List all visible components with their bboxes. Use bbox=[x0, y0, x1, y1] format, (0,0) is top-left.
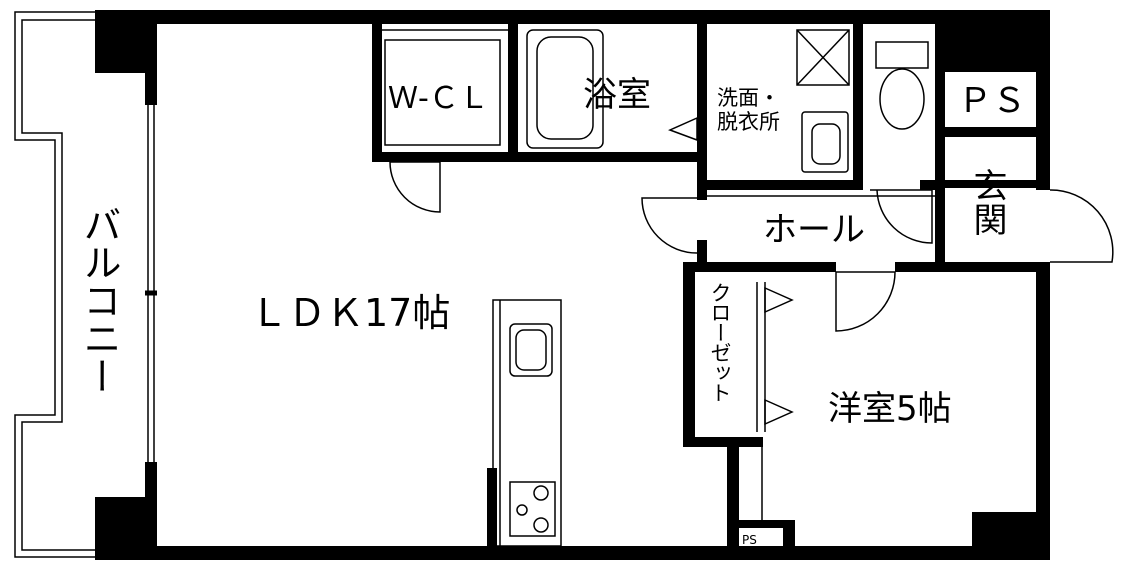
burner-3 bbox=[533, 517, 549, 533]
wall-hall-bottom bbox=[683, 262, 836, 272]
hall-door-swing bbox=[641, 197, 698, 254]
bathtub-inner bbox=[536, 36, 594, 140]
wall-toilet-bottom bbox=[920, 180, 945, 190]
kitchen-sink bbox=[509, 323, 553, 377]
closet-door-mark-2 bbox=[764, 398, 794, 426]
label-hall: ホール bbox=[763, 210, 865, 250]
label-closet: クローゼット bbox=[708, 282, 732, 402]
wall-ps-small-top bbox=[727, 520, 795, 528]
bath-door-mark bbox=[668, 116, 698, 142]
wall-closet-bottom bbox=[683, 437, 763, 447]
wall-wcl-bath bbox=[508, 10, 518, 162]
wcl-inner bbox=[384, 39, 501, 146]
entrance-door-swing bbox=[1049, 189, 1114, 263]
label-bath: 浴室 bbox=[583, 75, 651, 115]
toilet-tank bbox=[875, 41, 929, 69]
cooktop bbox=[509, 481, 556, 537]
wall-hall-left bbox=[697, 240, 707, 272]
wall-wash-toilet bbox=[853, 10, 863, 190]
burner-1 bbox=[533, 485, 549, 501]
wall-toilet-ps bbox=[935, 10, 945, 265]
label-western-room: 洋室5帖 bbox=[828, 389, 952, 429]
label-balcony: バルコニー bbox=[77, 205, 121, 395]
wash-basin bbox=[801, 111, 849, 173]
label-ps-top: ＰＳ bbox=[958, 81, 1026, 121]
label-entrance: 玄関 bbox=[967, 168, 1007, 236]
wall-wcl-bottom bbox=[372, 152, 508, 162]
wall-ps-small bbox=[783, 520, 795, 560]
wall-bottom bbox=[95, 546, 1050, 560]
burner-2 bbox=[516, 504, 528, 516]
thin-lines bbox=[14, 11, 1114, 558]
washroom-cross-2 bbox=[796, 29, 850, 86]
kitchen-sink-inner bbox=[515, 329, 547, 371]
label-ps-bottom: PS bbox=[742, 533, 757, 547]
washroom-box bbox=[796, 29, 850, 86]
wash-basin-inner bbox=[811, 123, 841, 165]
room-door-swing bbox=[835, 271, 896, 332]
wall-left-upper bbox=[145, 10, 157, 105]
wall-entrance-top bbox=[940, 180, 1050, 188]
balcony-inner-outline bbox=[21, 19, 95, 551]
wall-closet-left bbox=[683, 262, 695, 447]
balcony-outline bbox=[14, 11, 95, 558]
wall-bath-wash bbox=[697, 10, 707, 200]
kitchen-stub-wall bbox=[487, 468, 497, 560]
wall-left-lower bbox=[145, 462, 157, 560]
walls bbox=[95, 10, 1050, 560]
wall-top bbox=[95, 10, 1050, 24]
column-top-right bbox=[940, 10, 1050, 72]
wall-ps-bottom bbox=[940, 127, 1050, 137]
wall-wcl-left bbox=[372, 10, 382, 162]
wall-hall-bottom-right bbox=[895, 262, 1050, 272]
column-bottom-right bbox=[972, 512, 1050, 560]
label-washroom: 洗面・ 脱衣所 bbox=[717, 86, 780, 135]
toilet-bowl bbox=[879, 68, 925, 130]
wall-right-lower bbox=[1036, 265, 1050, 560]
wcl-door-swing bbox=[389, 161, 441, 213]
bathtub bbox=[526, 29, 604, 149]
label-wcl: Ｗ-ＣＬ bbox=[388, 81, 489, 116]
wall-room-left bbox=[727, 437, 739, 560]
label-ldk: ＬＤＫ17帖 bbox=[250, 291, 451, 335]
toilet-door-swing bbox=[870, 189, 933, 244]
kitchen-counter bbox=[492, 299, 562, 547]
closet-door-mark-1 bbox=[764, 286, 794, 314]
wall-wash-bottom bbox=[697, 180, 860, 190]
wall-bath-bottom bbox=[508, 152, 700, 162]
